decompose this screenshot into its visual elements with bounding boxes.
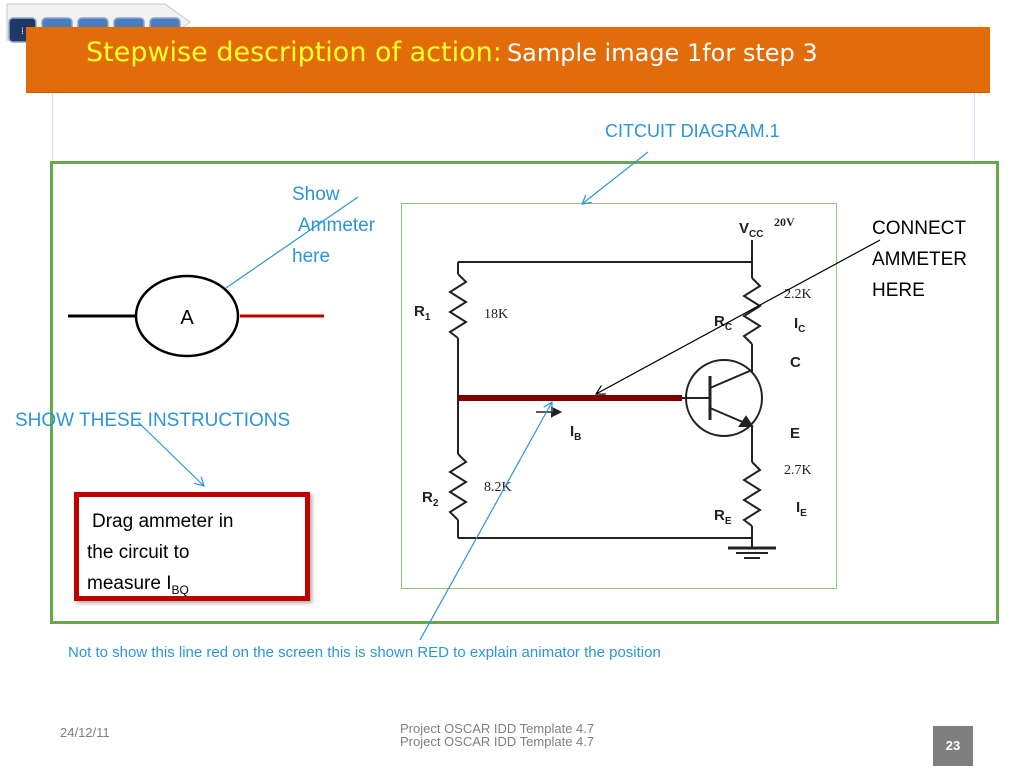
emitter-label: E (790, 425, 800, 442)
r1-value: 18K (484, 307, 508, 322)
emitter-arrow (738, 415, 754, 427)
rc-label: RC (714, 313, 732, 333)
title-main: Stepwise description of action: (86, 37, 502, 68)
svg-text:⁞: ⁞ (21, 26, 24, 36)
page-title: Stepwise description of action: Sample i… (86, 37, 818, 68)
re-resistor (742, 461, 762, 527)
footer-date: 24/12/11 (60, 725, 110, 740)
rc-value: 2.2K (784, 287, 812, 302)
circuit-svg: VCC 20V R1 18K R2 8.2K 2.2K RC IC C E 2.… (414, 215, 812, 559)
re-label: RE (714, 507, 732, 527)
connect-ammeter-label: CONNECT AMMETER HERE (872, 218, 967, 301)
r1-resistor (448, 273, 468, 339)
instruction-text: Drag ammeter in the circuit to measure I… (87, 511, 234, 597)
rc-resistor (742, 277, 762, 345)
collector-label: C (790, 354, 801, 371)
ic-label: IC (794, 315, 805, 335)
show-instructions-label: SHOW THESE INSTRUCTIONS (15, 410, 291, 431)
footer-project: Project OSCAR IDD Template 4.7 Project O… (400, 721, 595, 749)
ib-label: IB (570, 423, 581, 443)
vcc-value: 20V (774, 215, 795, 229)
ammeter-body (134, 274, 240, 358)
show-ammeter-label: Show Ammeter here (292, 184, 376, 267)
r1-label: R1 (414, 303, 431, 323)
ie-label: IE (796, 499, 807, 519)
title-sub: Sample image 1for step 3 (506, 39, 818, 67)
title-bar: Stepwise description of action: Sample i… (26, 27, 990, 93)
ib-arrow-head (551, 406, 563, 418)
circuit-diagram: VCC 20V R1 18K R2 8.2K 2.2K RC IC C E 2.… (401, 203, 837, 589)
r2-resistor (448, 453, 468, 521)
ground-icon (728, 544, 776, 559)
re-value: 2.7K (784, 463, 812, 478)
content-frame (52, 93, 975, 165)
ammeter-symbol[interactable]: A (60, 272, 340, 362)
vcc-label: VCC (739, 220, 763, 240)
r2-label: R2 (422, 489, 439, 509)
circuit-diagram-label: CITCUIT DIAGRAM.1 (605, 121, 780, 141)
page-number: 23 (933, 726, 973, 766)
animator-note: Not to show this line red on the screen … (68, 644, 661, 661)
r2-value: 8.2K (484, 480, 512, 495)
ammeter-symbol-label: A (180, 307, 194, 329)
instruction-box: Drag ammeter in the circuit to measure I… (74, 492, 310, 601)
transistor-collector (709, 369, 753, 389)
